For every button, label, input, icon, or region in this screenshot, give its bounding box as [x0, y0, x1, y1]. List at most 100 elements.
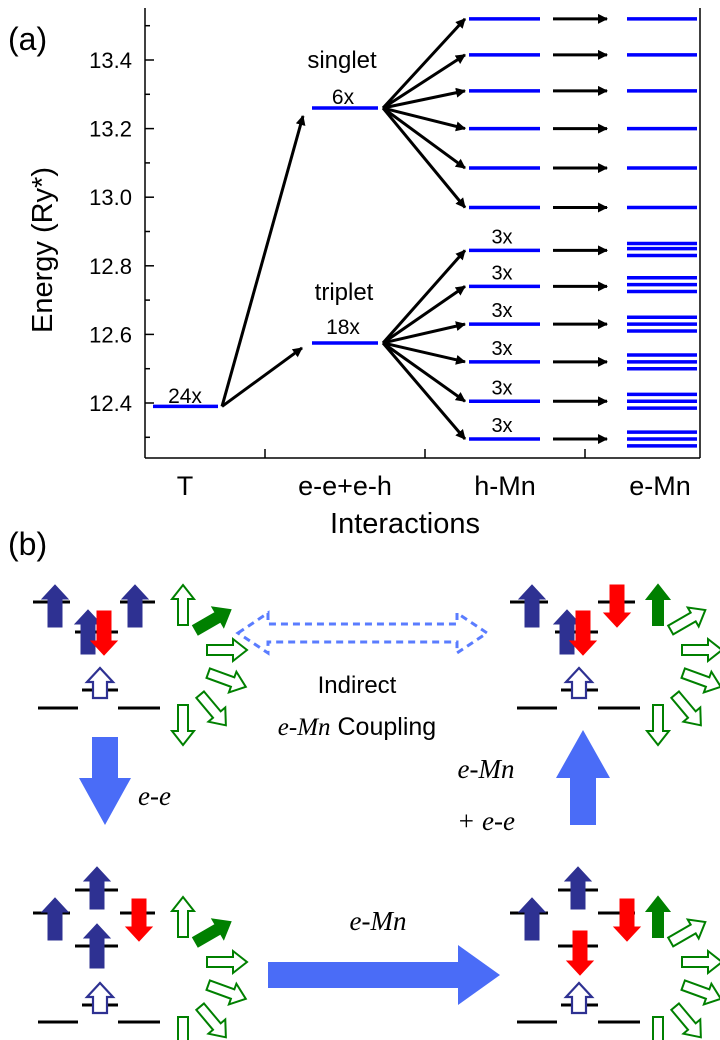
- arrow-singlet-to-h-mn: [382, 87, 466, 110]
- mn-spin-arrow: [169, 1016, 197, 1040]
- panel-a: (a) 12.412.612.813.013.213.4 Energy (Ry*…: [8, 8, 701, 540]
- mn-spin-arrow: [205, 979, 248, 1006]
- mn-spin-arrow: [194, 1002, 227, 1039]
- mn-spin-arrow: [191, 918, 232, 948]
- panel-b-label: (b): [8, 526, 47, 562]
- y-tick-label: 13.0: [89, 185, 132, 210]
- spin-up-arrow: [517, 897, 547, 941]
- spin-down-arrow: [602, 584, 632, 628]
- spin-up-arrow: [120, 584, 150, 628]
- spin-down-arrow: [568, 610, 598, 656]
- arrow-triplet-to-h-mn: [381, 342, 467, 440]
- arrow-singlet-to-h-mn: [381, 107, 467, 209]
- energy-levels: [153, 17, 697, 448]
- mn-spin-arrow: [206, 948, 249, 976]
- mn-spin-arrow: [680, 979, 720, 1006]
- arrow-triplet-to-h-mn: [381, 249, 467, 344]
- singlet-degeneracy: 6x: [332, 86, 355, 109]
- arrow-t-to-singlet: [220, 115, 306, 407]
- mn-spin-arrow: [169, 895, 197, 938]
- mn-spin-arrow: [666, 606, 707, 636]
- spin-up-arrow: [82, 923, 112, 969]
- e-mn-label-bottom: e-Mn: [350, 906, 407, 936]
- y-tick-label: 12.8: [89, 254, 132, 279]
- spin-down-arrow: [565, 930, 595, 976]
- hollow-spin-arrow: [563, 981, 595, 1015]
- e-mn-label-right: e-Mn: [458, 754, 515, 784]
- plus-e-e-label: + e-e: [457, 806, 515, 836]
- h-mn-degeneracy: 3x: [491, 377, 512, 399]
- coupling-label: e-Mn Coupling: [278, 713, 436, 741]
- mn-spin-arrow: [669, 690, 702, 727]
- y-tick-label: 13.4: [89, 48, 132, 73]
- category-label-t: T: [177, 471, 194, 501]
- x-axis-label: Interactions: [330, 508, 480, 540]
- arrow-singlet-to-h-mn: [382, 53, 466, 110]
- hollow-spin-arrow: [84, 981, 116, 1015]
- mn-spin-arrow: [681, 636, 720, 664]
- mn-spin-arrow: [205, 667, 248, 694]
- spin-down-arrow: [612, 898, 642, 942]
- hollow-spin-arrow: [563, 666, 595, 700]
- spin-configuration-top-left: [33, 583, 249, 747]
- spin-configuration-bottom-left: [33, 866, 249, 1040]
- mn-spin-arrow: [669, 1002, 702, 1039]
- arrow-triplet-to-h-mn: [382, 321, 466, 345]
- spin-up-arrow: [82, 866, 112, 910]
- indirect-label: Indirect: [318, 672, 397, 699]
- mn-spin-arrow: [666, 918, 707, 948]
- x-ticks: [264, 449, 586, 458]
- panel-b: (b) Indirect e-Mn Coupling e-e e-Mn + e-…: [8, 526, 720, 1040]
- spin-up-arrow: [517, 584, 547, 628]
- mn-spin-arrow: [191, 606, 232, 636]
- t-degeneracy: 24x: [168, 385, 202, 408]
- arrow-triplet-to-h-mn: [382, 341, 466, 365]
- mn-spin-arrow: [169, 704, 197, 747]
- category-label-ee-eh: e-e+e-h: [298, 471, 392, 501]
- spin-configuration-top-right: [510, 583, 720, 747]
- hollow-spin-arrow: [84, 666, 116, 700]
- arrow-singlet-to-h-mn: [381, 17, 467, 110]
- h-mn-degeneracy: 3x: [491, 338, 512, 360]
- triplet-degeneracy: 18x: [326, 316, 360, 339]
- y-tick-label: 12.4: [89, 391, 132, 416]
- indirect-coupling-arrow: [235, 610, 490, 656]
- e-mn-plus-e-e-arrow: [556, 730, 610, 825]
- y-axis-label: Energy (Ry*): [27, 167, 59, 333]
- category-label-e-mn: e-Mn: [629, 471, 691, 501]
- arrow-triplet-to-h-mn: [382, 285, 466, 345]
- plot-frame: [144, 8, 701, 459]
- mn-spin-arrow: [681, 948, 720, 976]
- h-mn-degeneracy: 3x: [491, 226, 512, 248]
- spin-up-arrow: [40, 584, 70, 628]
- arrow-singlet-to-h-mn: [382, 106, 466, 170]
- mn-spin-arrow: [169, 583, 197, 626]
- mn-spin-arrow: [644, 895, 672, 938]
- h-mn-degeneracy: 3x: [491, 415, 512, 437]
- y-ticks: 12.412.612.813.013.213.4: [89, 24, 154, 439]
- mn-spin-arrow: [194, 690, 227, 727]
- panel-a-label: (a): [8, 21, 47, 57]
- spin-down-arrow: [89, 610, 119, 656]
- transition-arrows: [220, 13, 608, 445]
- spin-up-arrow: [563, 866, 593, 910]
- spin-up-arrow: [40, 897, 70, 941]
- spin-configuration-bottom-right: [510, 866, 720, 1040]
- h-mn-degeneracy: 3x: [491, 300, 512, 322]
- arrow-singlet-to-h-mn: [382, 106, 466, 132]
- arrow-triplet-to-h-mn: [382, 341, 466, 403]
- y-tick-label: 13.2: [89, 117, 132, 142]
- mn-spin-arrow: [206, 636, 249, 664]
- singlet-label: singlet: [307, 47, 377, 74]
- e-e-process-arrow: [79, 737, 131, 825]
- triplet-label: triplet: [315, 279, 374, 306]
- mn-spin-arrow: [644, 583, 672, 626]
- mn-spin-arrow: [644, 1016, 672, 1040]
- category-label-h-mn: h-Mn: [474, 471, 536, 501]
- arrow-t-to-triplet: [221, 346, 303, 408]
- mn-spin-arrow: [644, 704, 672, 747]
- mn-spin-arrow: [680, 667, 720, 694]
- e-e-label: e-e: [138, 781, 171, 811]
